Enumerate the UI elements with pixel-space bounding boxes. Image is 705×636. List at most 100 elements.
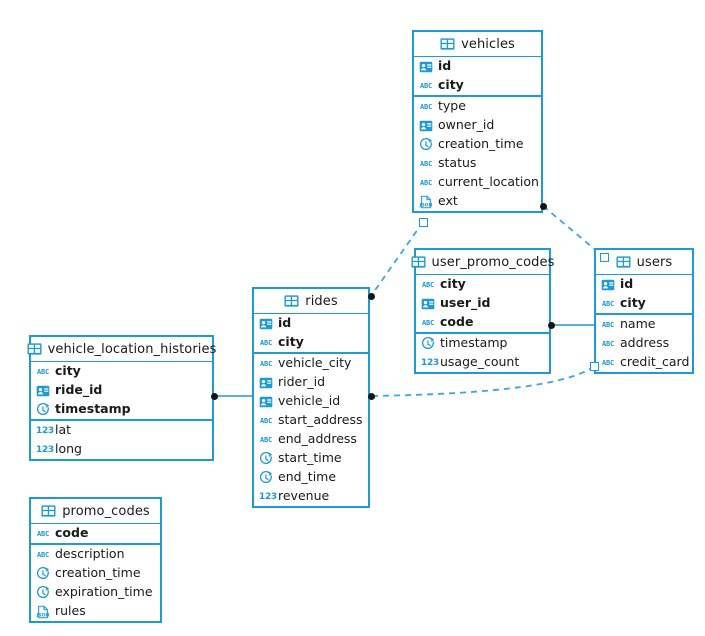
key-row-timestamp[interactable]: timestamp: [31, 400, 212, 419]
column-label: end_time: [278, 469, 337, 485]
table-header-vehicles[interactable]: vehicles: [414, 32, 541, 57]
abc-text-icon: ABC: [419, 81, 433, 90]
column-row-address[interactable]: ABC address: [596, 334, 692, 353]
column-row-expiration_time[interactable]: expiration_time: [31, 583, 160, 602]
edge-dot-marker-users-to-user-promo-codes-to: [547, 321, 555, 329]
key-row-ride_id[interactable]: ride_id: [31, 381, 212, 400]
table-header-promo_codes[interactable]: promo_codes: [31, 499, 160, 524]
column-label: owner_id: [438, 117, 495, 133]
table-header-user_promo_codes[interactable]: user_promo_codes: [410, 250, 554, 275]
table-header-users[interactable]: users: [596, 250, 692, 275]
edge-square-marker-vehicles-to-rides-from: [418, 217, 428, 227]
svg-text:JSON: JSON: [419, 202, 433, 208]
id-card-icon: [419, 119, 433, 133]
column-label: address: [620, 335, 670, 351]
abc-text-icon: ABC: [601, 339, 615, 348]
abc-text-icon: ABC: [601, 299, 615, 308]
key-row-id[interactable]: id: [596, 275, 692, 294]
key-row-id[interactable]: id: [254, 314, 368, 333]
clock-icon: [36, 585, 50, 600]
key-row-user_id[interactable]: user_id: [416, 294, 549, 313]
abc-text-icon: ABC: [419, 178, 433, 187]
column-label: credit_card: [620, 354, 690, 370]
column-label: city: [55, 363, 81, 379]
column-label: city: [278, 334, 304, 350]
column-row-creation_time[interactable]: creation_time: [31, 564, 160, 583]
column-row-timestamp[interactable]: timestamp: [416, 334, 549, 353]
column-label: id: [278, 315, 292, 331]
svg-text:JSON: JSON: [36, 612, 50, 618]
column-label: vehicle_id: [278, 393, 341, 409]
edge-dot-marker-vehicles-to-rides-to: [367, 292, 375, 300]
key-row-city[interactable]: ABC city: [596, 294, 692, 313]
column-row-vehicle_id[interactable]: vehicle_id: [254, 392, 368, 411]
column-label: timestamp: [440, 335, 508, 351]
column-label: user_id: [440, 295, 491, 311]
clock-icon: [36, 402, 50, 417]
table-header-rides[interactable]: rides: [254, 289, 368, 314]
clock-icon: [36, 566, 50, 581]
column-label: ext: [438, 193, 458, 209]
column-row-owner_id[interactable]: owner_id: [414, 116, 541, 135]
clock-icon: [259, 451, 273, 466]
column-row-start_time[interactable]: start_time: [254, 449, 368, 468]
column-label: code: [440, 314, 474, 330]
abc-text-icon: ABC: [259, 338, 273, 347]
abc-text-icon: ABC: [419, 159, 433, 168]
column-label: city: [620, 295, 646, 311]
abc-text-icon: ABC: [259, 435, 273, 444]
abc-text-icon: ABC: [36, 529, 50, 538]
table-grid-icon: [616, 255, 631, 270]
table-grid-icon: [410, 255, 426, 270]
edge-dot-marker-vehicles-to-users-from: [539, 202, 547, 210]
123-number-icon: 123: [36, 425, 54, 436]
column-row-rider_id[interactable]: rider_id: [254, 373, 368, 392]
key-row-city[interactable]: ABC city: [254, 333, 368, 352]
column-label: revenue: [278, 488, 330, 504]
column-label: creation_time: [55, 565, 141, 581]
edge-dot-marker-users-to-rides-to: [367, 392, 375, 400]
column-label: start_time: [278, 450, 342, 466]
abc-text-icon: ABC: [259, 416, 273, 425]
column-row-ext[interactable]: JSON ext: [414, 192, 541, 211]
column-label: timestamp: [55, 401, 131, 417]
key-row-id[interactable]: id: [414, 57, 541, 76]
table-title: user_promo_codes: [431, 254, 555, 270]
column-row-creation_time[interactable]: creation_time: [414, 135, 541, 154]
column-label: id: [438, 58, 452, 74]
abc-text-icon: ABC: [259, 359, 273, 368]
column-row-end_time[interactable]: end_time: [254, 468, 368, 487]
table-header-vehicle_location_histories[interactable]: vehicle_location_histories: [27, 337, 216, 362]
